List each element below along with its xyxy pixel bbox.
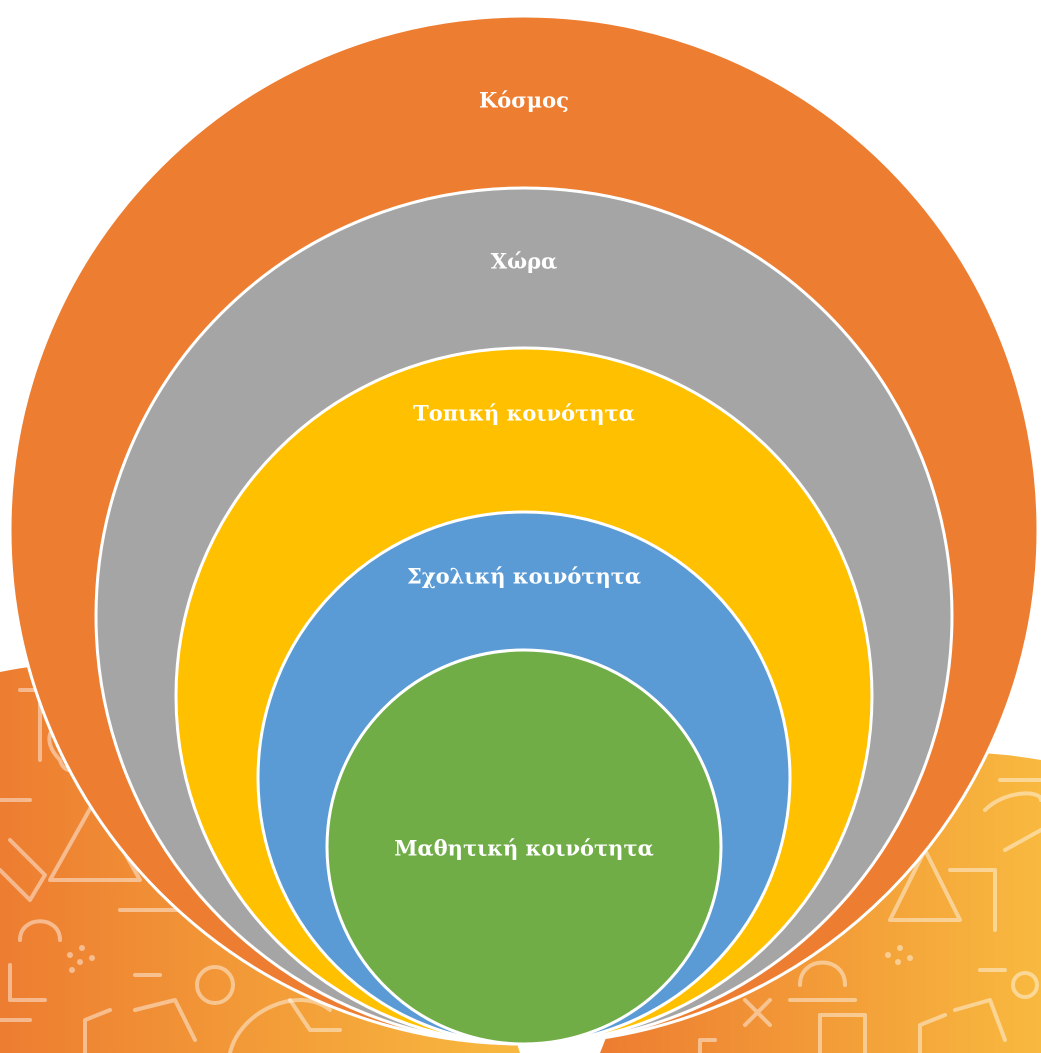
ring-label-kosmos: Κόσμος — [479, 88, 569, 113]
background-right-pattern — [698, 778, 1041, 1053]
ring-label-chora: Χώρα — [491, 249, 557, 274]
ring-mathitiki-koinotita — [325, 648, 723, 1046]
ring-label-topiki-koinotita: Τοπική κοινότητα — [413, 401, 635, 426]
ring-label-scholiki-koinotita: Σχολική κοινότητα — [407, 564, 641, 589]
ring-label-mathitiki-koinotita: Μαθητική κοινότητα — [394, 836, 653, 861]
